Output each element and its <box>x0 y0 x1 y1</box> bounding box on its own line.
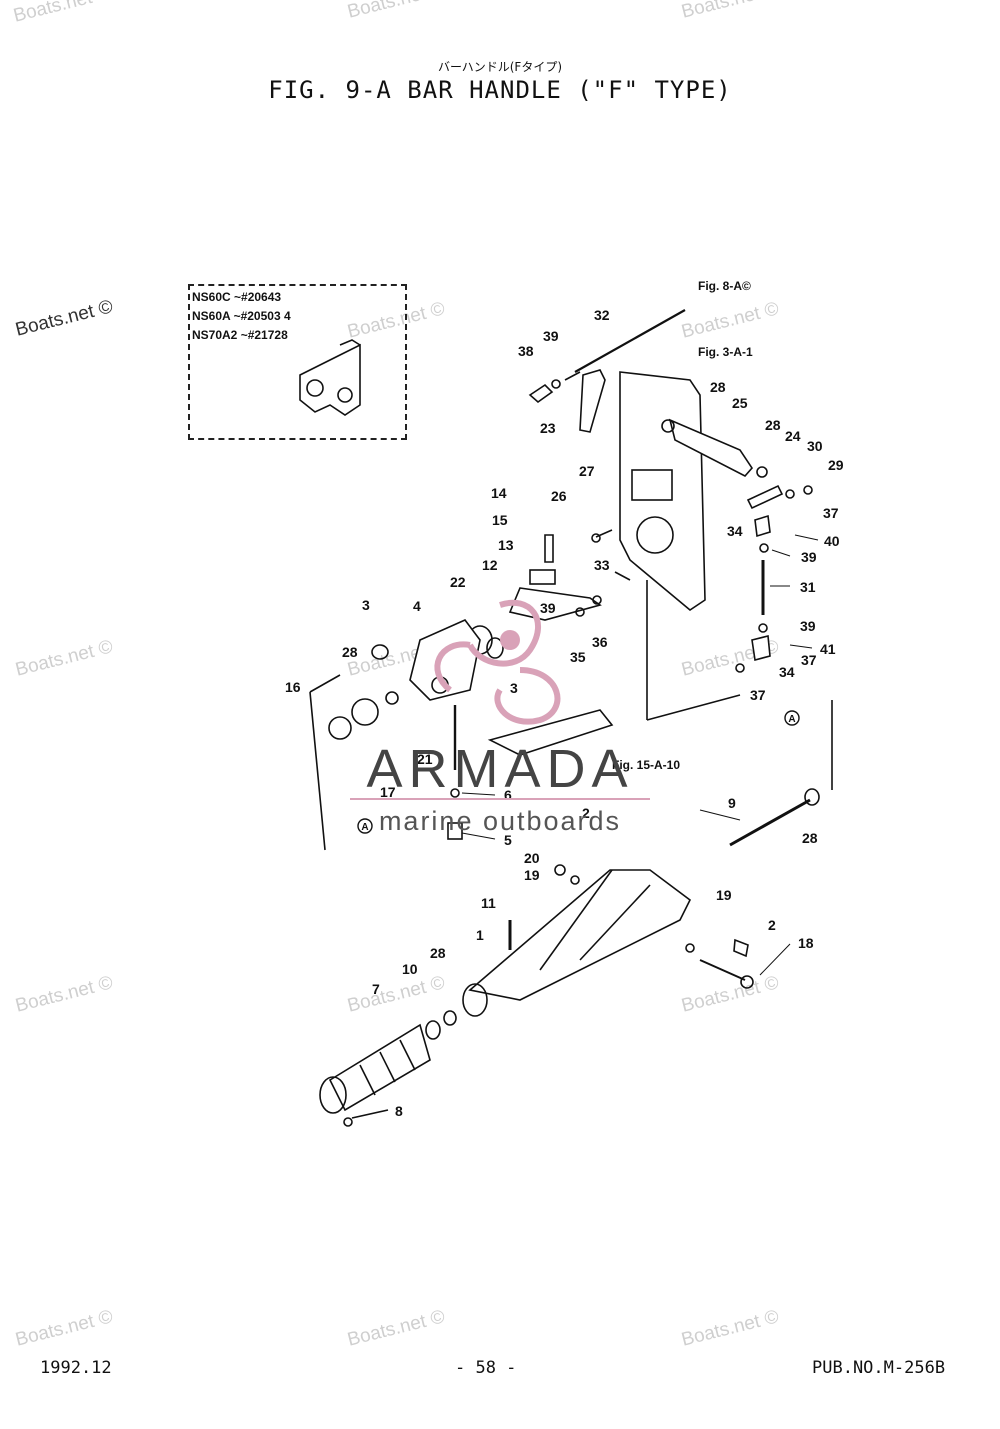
inset-line: NS60A ~#20503 4 <box>192 309 291 323</box>
callout: 2 <box>582 805 590 821</box>
inset-line: NS70A2 ~#21728 <box>192 328 288 342</box>
callout: 28 <box>765 417 781 433</box>
callout: 24 <box>785 428 801 444</box>
callout: 33 <box>594 557 610 573</box>
footer-page: - 58 - <box>455 1358 517 1378</box>
callout: 37 <box>823 505 839 521</box>
ref-fig8: Fig. 8-A© <box>698 279 751 293</box>
callout: 39 <box>801 549 817 565</box>
callout: 21 <box>417 751 433 767</box>
callout: 30 <box>807 438 823 454</box>
brand-logo <box>434 599 561 725</box>
callout: 23 <box>540 420 556 436</box>
callout: 19 <box>524 867 540 883</box>
callout: 9 <box>728 795 736 811</box>
inset-box <box>188 284 407 440</box>
callout: 26 <box>551 488 567 504</box>
callout: 27 <box>579 463 595 479</box>
callout: 35 <box>570 649 586 665</box>
callout: 29 <box>828 457 844 473</box>
callout: 31 <box>800 579 816 595</box>
callout: 25 <box>732 395 748 411</box>
footer-pub: PUB.NO.M-256B <box>812 1358 946 1378</box>
callout: 39 <box>540 600 556 616</box>
ref-fig15: Fig. 15-A-10 <box>612 758 680 772</box>
callout: 37 <box>750 687 766 703</box>
a-marker: A <box>788 714 795 725</box>
a-marker: A <box>361 822 368 833</box>
callout: 22 <box>450 574 466 590</box>
callout: 36 <box>592 634 608 650</box>
callout: 28 <box>342 644 358 660</box>
callout: 3 <box>510 680 518 696</box>
callout: 40 <box>824 533 840 549</box>
callout: 34 <box>727 523 743 539</box>
callout: 1 <box>476 927 484 943</box>
callout: 6 <box>504 787 512 803</box>
callout: 41 <box>820 641 836 657</box>
callout: 16 <box>285 679 301 695</box>
callout: 32 <box>594 307 610 323</box>
callout: 37 <box>801 652 817 668</box>
callout: 38 <box>518 343 534 359</box>
callout: 7 <box>372 981 380 997</box>
callout: 28 <box>430 945 446 961</box>
ref-fig3: Fig. 3-A-1 <box>698 345 753 359</box>
callout: 2 <box>768 917 776 933</box>
callout: 17 <box>380 784 396 800</box>
callout: 20 <box>524 850 540 866</box>
brand-divider <box>350 798 650 800</box>
callout: 8 <box>395 1103 403 1119</box>
callout: 15 <box>492 512 508 528</box>
callout: 11 <box>481 895 496 911</box>
figure-subtitle-jp: バーハンドル(Fタイプ) <box>437 60 563 74</box>
brand-name: ARMADA <box>366 739 634 799</box>
figure-title: FIG. 9-A BAR HANDLE ("F" TYPE) <box>268 76 732 104</box>
callout: 34 <box>779 664 795 680</box>
footer-date: 1992.12 <box>40 1358 112 1378</box>
callout: 39 <box>800 618 816 634</box>
callout: 28 <box>802 830 818 846</box>
callout: 28 <box>710 379 726 395</box>
callout: 3 <box>362 597 370 613</box>
brand-tagline: marine outboards <box>378 806 622 836</box>
callout: 10 <box>402 961 418 977</box>
inset-line: NS60C ~#20643 <box>192 290 282 304</box>
callout: 12 <box>482 557 498 573</box>
callout: 4 <box>413 598 421 614</box>
callout: 39 <box>543 328 559 344</box>
callout: 19 <box>716 887 732 903</box>
callout: 14 <box>491 485 507 501</box>
callout: 5 <box>504 832 512 848</box>
callout: 13 <box>498 537 514 553</box>
callout: 18 <box>798 935 814 951</box>
